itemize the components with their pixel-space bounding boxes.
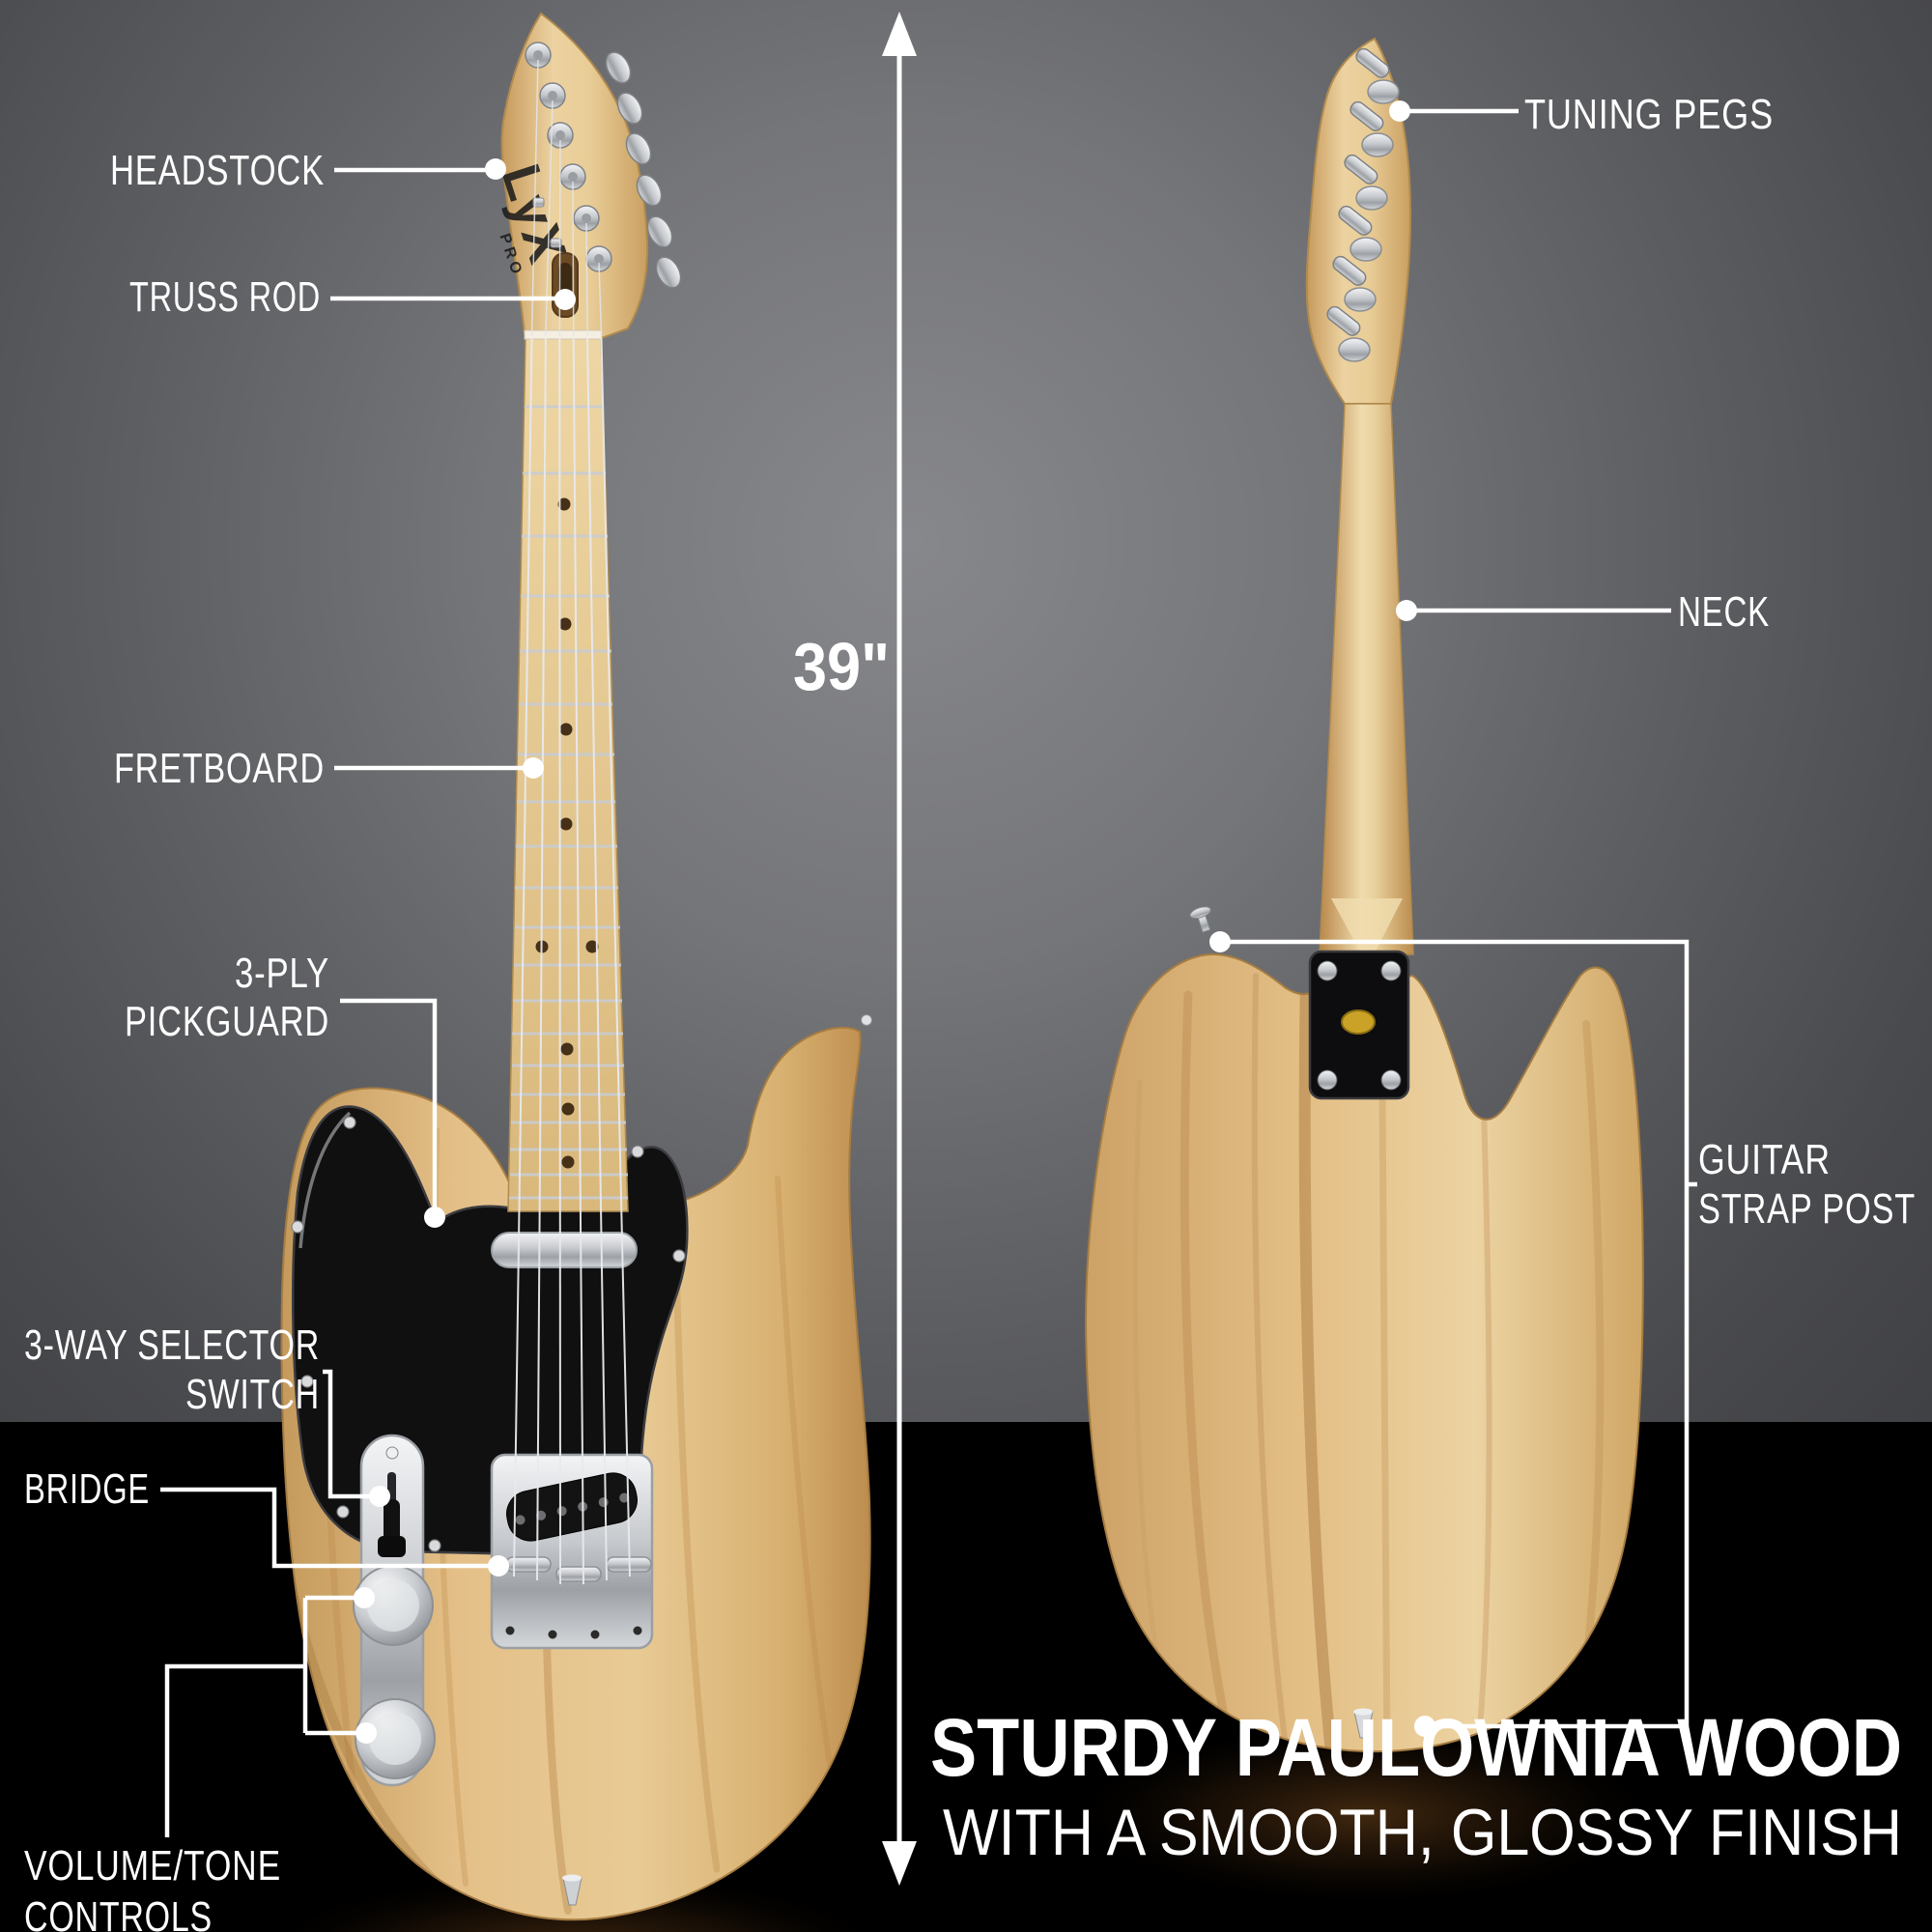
callout-pickguard: 3-PLY PICKGUARD — [125, 950, 445, 1228]
callout-volume-tone-line — [164, 1595, 361, 1837]
back-neck — [1319, 403, 1414, 955]
callout-strap-post-label1: GUITAR — [1698, 1136, 1831, 1183]
callout-truss-rod-label: TRUSS ROD — [129, 273, 321, 321]
callout-pickguard-dot — [424, 1207, 445, 1228]
callout-strap-post-bottom-dot — [1414, 1716, 1435, 1737]
selector-switch-icon — [378, 1472, 406, 1557]
gold-sticker — [1341, 1009, 1376, 1035]
callout-pickguard-label2: PICKGUARD — [125, 998, 329, 1045]
bridge-screws — [505, 1626, 642, 1639]
callout-strap-post-label2: STRAP POST — [1698, 1185, 1916, 1233]
callout-bridge-line — [160, 1487, 495, 1569]
length-measurement: 39" — [793, 12, 917, 1886]
strap-post-top-icon — [1189, 906, 1211, 933]
front-strap-pin-bottom — [562, 1874, 582, 1906]
strap-post-bottom-icon — [1353, 1708, 1374, 1739]
neck-heel — [1331, 898, 1403, 966]
callout-neck-label: NECK — [1678, 588, 1770, 636]
callout-tuning-pegs-dot — [1389, 100, 1410, 122]
callout-selector-label2: SWITCH — [185, 1371, 320, 1418]
callout-selector-label1: 3-WAY SELECTOR — [24, 1321, 320, 1369]
bridge-assembly — [490, 1453, 654, 1650]
neck-plate — [1308, 950, 1410, 1100]
callout-tuning-pegs: TUNING PEGS — [1389, 91, 1774, 138]
back-guitar-reflection — [1060, 1719, 1668, 1909]
callout-pickguard-label1: 3-PLY — [235, 950, 329, 997]
callout-selector-line — [323, 1369, 376, 1499]
callout-strap-post-top-dot — [1209, 931, 1231, 952]
callout-fretboard-dot — [523, 757, 544, 779]
control-plate — [353, 1434, 436, 1787]
callout-strap-post: GUITAR STRAP POST — [1209, 931, 1916, 1737]
front-strap-pin-horn — [861, 1014, 872, 1026]
measure-arrow-head-up — [882, 12, 917, 56]
headline: STURDY PAULOWNIA WOOD WITH A SMOOTH, GLO… — [930, 1702, 1902, 1869]
callout-bridge-label: BRIDGE — [24, 1465, 150, 1513]
callout-neck: NECK — [1396, 588, 1770, 636]
callout-headstock: HEADSTOCK — [110, 147, 506, 194]
strings — [513, 337, 631, 1585]
callout-headstock-label: HEADSTOCK — [110, 147, 325, 194]
callout-bridge-dot — [488, 1555, 509, 1577]
callout-headstock-dot — [485, 158, 506, 180]
callout-truss-rod-dot — [554, 289, 576, 310]
callout-neck-dot — [1396, 600, 1417, 621]
callout-fretboard: FRETBOARD — [114, 745, 544, 792]
callout-strap-post-bracket — [1226, 939, 1697, 1729]
callout-truss-rod: TRUSS ROD — [129, 273, 576, 321]
callout-volume-knob-dot — [354, 1587, 375, 1608]
measure-value: 39" — [793, 629, 890, 704]
tuning-pegs-front-icons — [525, 42, 682, 289]
callout-pickguard-line — [340, 998, 438, 1209]
callout-tuning-pegs-label: TUNING PEGS — [1524, 91, 1774, 138]
neck-pickup — [491, 1232, 638, 1268]
callout-volume-tone-label2: CONTROLS — [24, 1893, 213, 1932]
callout-bridge: BRIDGE — [24, 1465, 509, 1577]
callout-volume-tone-label1: VOLUME/TONE — [24, 1842, 281, 1889]
tuning-pegs-back-icons — [1326, 47, 1400, 362]
callout-volume-tone: VOLUME/TONE CONTROLS — [24, 1587, 377, 1932]
nut — [524, 329, 603, 340]
frets — [509, 405, 628, 1200]
headline-subtitle: WITH A SMOOTH, GLOSSY FINISH — [943, 1796, 1902, 1869]
callout-tone-knob-dot — [355, 1722, 377, 1744]
headline-title: STURDY PAULOWNIA WOOD — [930, 1702, 1902, 1793]
string-trees — [532, 197, 562, 248]
measure-arrow-head-down — [882, 1841, 917, 1886]
callout-fretboard-label: FRETBOARD — [114, 745, 325, 792]
callout-selector-dot — [369, 1486, 390, 1507]
callout-selector: 3-WAY SELECTOR SWITCH — [24, 1321, 390, 1507]
